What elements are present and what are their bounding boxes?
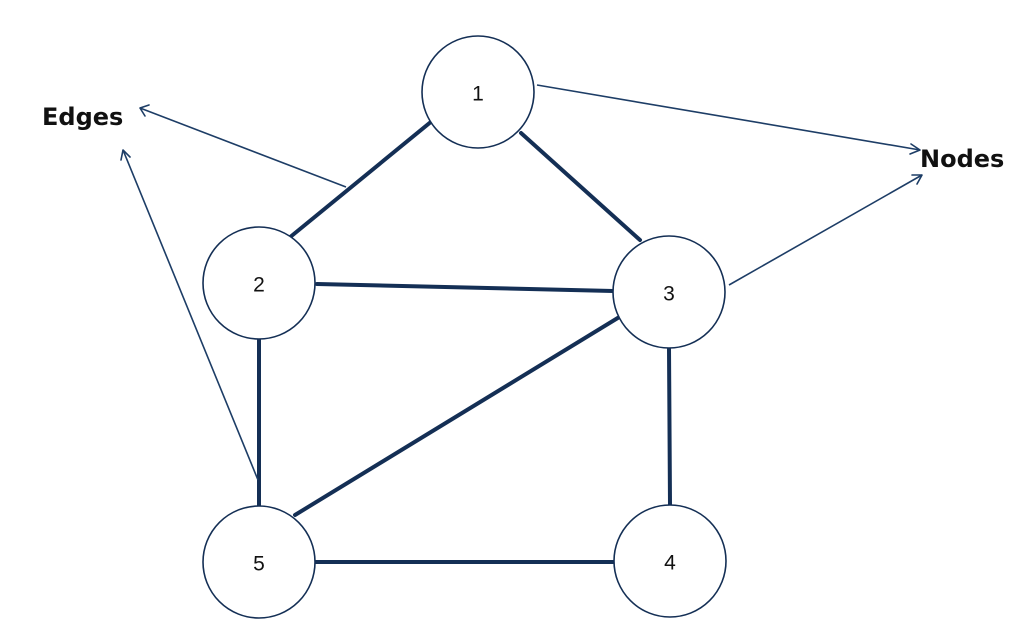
nodes-pointer-2 bbox=[728, 174, 923, 286]
nodes-label: Nodes bbox=[920, 145, 1004, 173]
arrowhead-icon bbox=[120, 149, 131, 161]
arrowhead-icon bbox=[909, 143, 921, 155]
node-1-label: 1 bbox=[472, 83, 484, 106]
edge-3-5 bbox=[293, 314, 623, 517]
node-3-label: 3 bbox=[663, 283, 675, 306]
node-1: 1 bbox=[421, 35, 535, 149]
edge-1-2 bbox=[287, 119, 434, 240]
edge-3-4 bbox=[667, 346, 672, 507]
edge-1-3 bbox=[519, 131, 642, 242]
node-2: 2 bbox=[202, 226, 316, 340]
node-5-label: 5 bbox=[253, 553, 265, 576]
edges-label: Edges bbox=[42, 103, 123, 131]
node-4: 4 bbox=[613, 504, 727, 618]
node-3: 3 bbox=[612, 235, 726, 349]
arrowhead-icon bbox=[911, 174, 923, 185]
nodes-pointer-1 bbox=[536, 84, 921, 155]
edge-2-3 bbox=[315, 282, 615, 293]
node-2-label: 2 bbox=[253, 274, 265, 297]
node-5: 5 bbox=[202, 505, 316, 619]
edges-pointer-2 bbox=[120, 149, 259, 481]
node-4-label: 4 bbox=[664, 552, 676, 575]
edges-pointer-1 bbox=[139, 104, 347, 188]
arrowhead-icon bbox=[139, 104, 150, 117]
